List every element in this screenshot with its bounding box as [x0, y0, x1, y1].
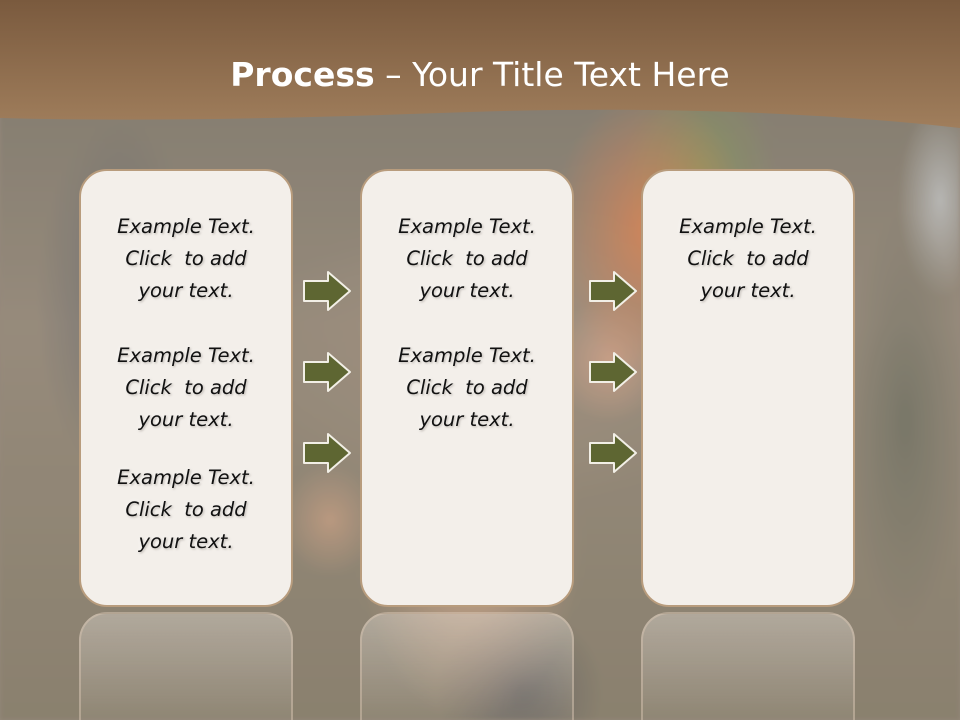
- right-arrow-icon: [303, 433, 351, 473]
- text-line: your text.: [138, 530, 234, 553]
- text-line: your text.: [138, 408, 234, 431]
- text-line: your text.: [700, 279, 796, 302]
- text-line: your text.: [419, 408, 515, 431]
- text-line: Example Text.: [117, 466, 255, 489]
- text-line: Click to add: [125, 498, 247, 521]
- text-line: Click to add: [687, 247, 809, 270]
- page-title[interactable]: Process – Your Title Text Here: [0, 54, 960, 96]
- text-line: Click to add: [406, 247, 528, 270]
- process-step-box-1[interactable]: Example Text. Click to add your text. Ex…: [79, 169, 293, 607]
- process-step-box-2[interactable]: Example Text. Click to add your text. Ex…: [360, 169, 574, 607]
- text-line: your text.: [419, 279, 515, 302]
- title-bold: Process: [230, 55, 375, 94]
- text-line: Example Text.: [398, 344, 536, 367]
- box-reflection: [79, 612, 293, 720]
- text-line: Example Text.: [117, 344, 255, 367]
- text-line: Click to add: [406, 376, 528, 399]
- text-placeholder[interactable]: Example Text. Click to add your text.: [362, 340, 572, 436]
- text-placeholder[interactable]: Example Text. Click to add your text.: [81, 340, 291, 436]
- text-line: Click to add: [125, 247, 247, 270]
- text-line: Example Text.: [398, 215, 536, 238]
- text-line: Example Text.: [117, 215, 255, 238]
- box-reflection: [641, 612, 855, 720]
- process-step-box-3[interactable]: Example Text. Click to add your text.: [641, 169, 855, 607]
- text-placeholder[interactable]: Example Text. Click to add your text.: [362, 211, 572, 307]
- right-arrow-icon: [589, 271, 637, 311]
- right-arrow-icon: [589, 433, 637, 473]
- text-line: Click to add: [125, 376, 247, 399]
- text-line: Example Text.: [679, 215, 817, 238]
- box-reflection: [360, 612, 574, 720]
- right-arrow-icon: [303, 352, 351, 392]
- right-arrow-icon: [589, 352, 637, 392]
- text-placeholder[interactable]: Example Text. Click to add your text.: [81, 462, 291, 558]
- title-rest: – Your Title Text Here: [374, 55, 730, 94]
- banner-shape: [0, 0, 960, 128]
- right-arrow-icon: [303, 271, 351, 311]
- text-line: your text.: [138, 279, 234, 302]
- text-placeholder[interactable]: Example Text. Click to add your text.: [643, 211, 853, 307]
- title-banner: Process – Your Title Text Here: [0, 0, 960, 140]
- text-placeholder[interactable]: Example Text. Click to add your text.: [81, 211, 291, 307]
